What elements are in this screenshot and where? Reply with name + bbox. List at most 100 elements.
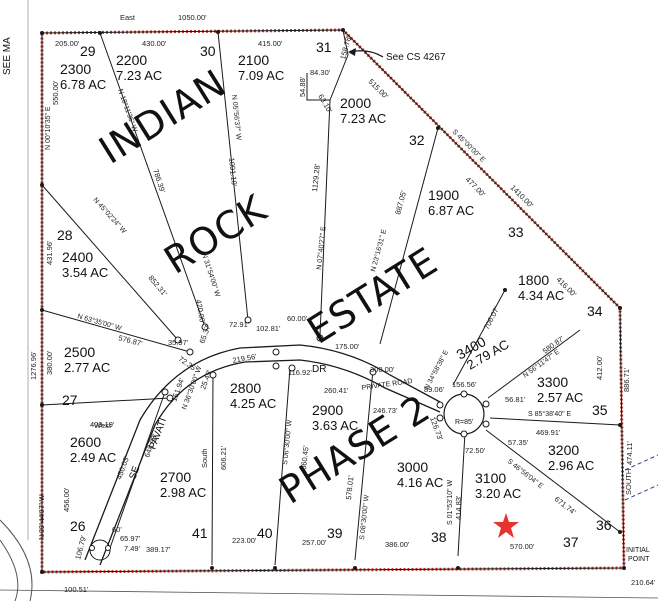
road-indian-rock-dr bbox=[84, 344, 441, 566]
dim-label: 223.00' bbox=[232, 536, 257, 545]
county-road-curve bbox=[0, 519, 33, 601]
lot-acres: 7.09 AC bbox=[238, 68, 284, 83]
lot-id: 2600 bbox=[70, 434, 101, 450]
lot-acres: 2.77 AC bbox=[64, 360, 110, 375]
county-road-curve-2 bbox=[0, 539, 19, 601]
see-cs-arrowhead bbox=[348, 48, 356, 56]
section-number: 37 bbox=[563, 534, 579, 550]
lot-acres: 3.54 AC bbox=[62, 265, 108, 280]
road-label-se: SE bbox=[127, 464, 142, 481]
dim-label: 60.00' bbox=[287, 314, 308, 323]
subject-lot-star bbox=[493, 513, 519, 538]
dim-label: 72.50' bbox=[465, 446, 486, 455]
dim-label: 386.00' bbox=[385, 540, 410, 549]
dim-label: 210.64' bbox=[631, 578, 656, 587]
bearing-label: S 85°38'40" E bbox=[528, 410, 572, 418]
lot-id: 2900 bbox=[312, 402, 343, 418]
lot-number: 31 bbox=[316, 39, 332, 55]
lot-number: 34 bbox=[587, 303, 603, 319]
bearing-label: S 45°00'00" E bbox=[451, 128, 487, 164]
dim-label: 89.06' bbox=[424, 385, 445, 394]
subdivision-boundary-line bbox=[41, 29, 625, 573]
name-word-phase-2: PHASE 2 bbox=[271, 386, 438, 513]
section-number: 36 bbox=[596, 517, 612, 533]
section-number: 38 bbox=[431, 529, 447, 545]
dim-label: 156.56' bbox=[452, 380, 477, 389]
section-number: 41 bbox=[192, 525, 208, 541]
dim-label: 175.00' bbox=[335, 342, 360, 351]
bearing-label: N 45°02'24" W bbox=[92, 196, 129, 235]
lot-number: 32 bbox=[409, 132, 425, 148]
dim-label: 456.00' bbox=[62, 487, 71, 512]
dim-label: 116.92' bbox=[288, 368, 312, 377]
survey-monuments bbox=[89, 316, 490, 551]
section-number: 40 bbox=[257, 525, 273, 541]
bearing-label: S 06°30'00" W bbox=[281, 419, 294, 465]
dim-label: 550.00' bbox=[51, 80, 60, 105]
lot-id: 2400 bbox=[62, 249, 93, 265]
bearing-label: N 63°35'00" W bbox=[76, 312, 122, 332]
dim-label: 84.30' bbox=[310, 68, 331, 77]
lot-id: 2500 bbox=[64, 344, 95, 360]
dim-label: 72.91' bbox=[229, 320, 250, 329]
lot-id: 2800 bbox=[230, 380, 261, 396]
dim-label: 1050.00' bbox=[178, 13, 207, 22]
lot-acres: 2.57 AC bbox=[537, 390, 583, 405]
dim-label: 35.97' bbox=[168, 338, 189, 347]
dim-label: 570.00' bbox=[510, 542, 535, 551]
lot-acres: 4.16 AC bbox=[397, 475, 443, 490]
dim-label: 205.00' bbox=[55, 39, 80, 48]
dim-label: 158.78' bbox=[338, 34, 353, 60]
lot-acres: 4.25 AC bbox=[230, 396, 276, 411]
bearing-label: N 00°44'07" W bbox=[38, 494, 46, 540]
lot-acres: 3.63 AC bbox=[312, 418, 358, 433]
dim-label: 420.00' bbox=[194, 299, 207, 325]
lot-id: 3000 bbox=[397, 459, 428, 475]
name-word-rock: ROCK bbox=[156, 186, 274, 283]
dim-label: SOUTH bbox=[624, 469, 633, 495]
dim-label: 606.21' bbox=[219, 445, 228, 470]
road-label-dr: DR bbox=[312, 364, 326, 375]
lot-number: 27 bbox=[62, 392, 78, 408]
dashed-easement bbox=[624, 454, 658, 501]
lot-acres: 2.49 AC bbox=[70, 450, 116, 465]
name-word-indian: INDIAN bbox=[91, 61, 233, 173]
lot-id: 2100 bbox=[238, 52, 269, 68]
dim-label: 576.87' bbox=[117, 333, 143, 348]
lot-number: 33 bbox=[508, 224, 524, 240]
dim-label: 219.56' bbox=[232, 352, 258, 365]
dim-label: 414.83' bbox=[454, 495, 463, 520]
dim-label: 474.11' bbox=[625, 441, 634, 465]
dim-label: 660.45' bbox=[299, 444, 311, 470]
dim-label: 706.07' bbox=[482, 305, 502, 331]
lot-acres: 3.20 AC bbox=[475, 486, 521, 501]
dim-label: South bbox=[200, 448, 209, 468]
lot-id: 2300 bbox=[60, 61, 91, 77]
dim-label: 431.96' bbox=[45, 240, 54, 265]
curve-radius-label: R=85' bbox=[455, 419, 473, 426]
section-number: 26 bbox=[70, 518, 86, 534]
dim-label: 389.17' bbox=[146, 545, 171, 554]
section-numbers: 26 41 40 39 38 37 36 bbox=[70, 517, 612, 550]
dim-label: 380.00' bbox=[45, 350, 54, 375]
lot-acres: 7.23 AC bbox=[340, 111, 386, 126]
dim-label: 60' bbox=[112, 525, 122, 534]
lot-acres: 6.78 AC bbox=[60, 77, 106, 92]
dim-label: West bbox=[94, 421, 112, 430]
lot-id: 2000 bbox=[340, 95, 371, 111]
lot-acres: 2.96 AC bbox=[548, 458, 594, 473]
dim-label: 887.05' bbox=[393, 189, 408, 215]
bearing-label: S 01°53'10" W bbox=[446, 479, 454, 525]
lot-id: 1800 bbox=[518, 272, 549, 288]
dim-label: 477.00' bbox=[464, 175, 488, 199]
dim-label: 54.88' bbox=[298, 76, 307, 97]
lot-acres: 4.34 AC bbox=[518, 288, 564, 303]
lot-acres: 2.98 AC bbox=[160, 485, 206, 500]
dim-label: 469.91' bbox=[536, 428, 561, 437]
dim-label: 260.41' bbox=[324, 386, 349, 395]
bearing-label: N 05°56'37" W bbox=[230, 94, 243, 141]
bearing-label: N 07°40'27" E bbox=[315, 226, 328, 271]
dim-label: 65.97' bbox=[120, 534, 141, 543]
dim-label: East bbox=[120, 13, 136, 22]
